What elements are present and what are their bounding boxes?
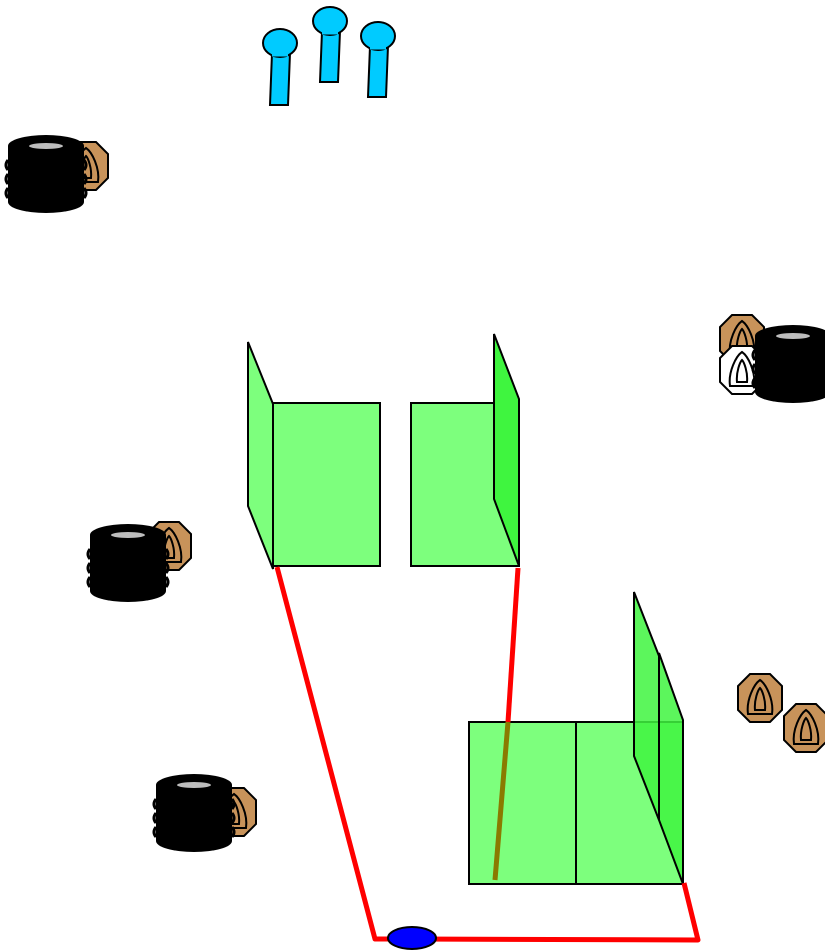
pin-icon [360,21,396,98]
gate-middle [410,333,520,567]
tire-stack-top-left [4,133,109,215]
cone-icon [783,703,825,753]
path-segment-middle-upper [505,567,521,723]
path-segment-left [274,566,412,942]
gate-bottom-right-front-panel-a [468,721,577,885]
gate-middle-side-panel [493,333,520,567]
gate-left-side-panel [247,341,274,570]
marker-icon [387,926,437,950]
gate-left [247,341,381,570]
cone-icon [737,673,783,723]
gate-left-front-panel [272,402,381,567]
tire-stack-icon [86,522,170,604]
tire-stack-bottom-left [152,772,257,854]
pin-icon [262,28,298,106]
tire-stack-icon [751,323,825,405]
pin-group [262,6,396,106]
tire-stack-icon [152,772,236,854]
tire-stack-mid-left [86,521,192,604]
path-segment-middle-overlap [492,721,511,881]
gate-bottom-right [468,591,684,885]
pin-icon [312,6,348,83]
path-segment-right [411,882,701,943]
tire-stack-icon [4,133,88,215]
cone-pair-right [737,673,825,753]
tire-stack-right [719,314,825,405]
